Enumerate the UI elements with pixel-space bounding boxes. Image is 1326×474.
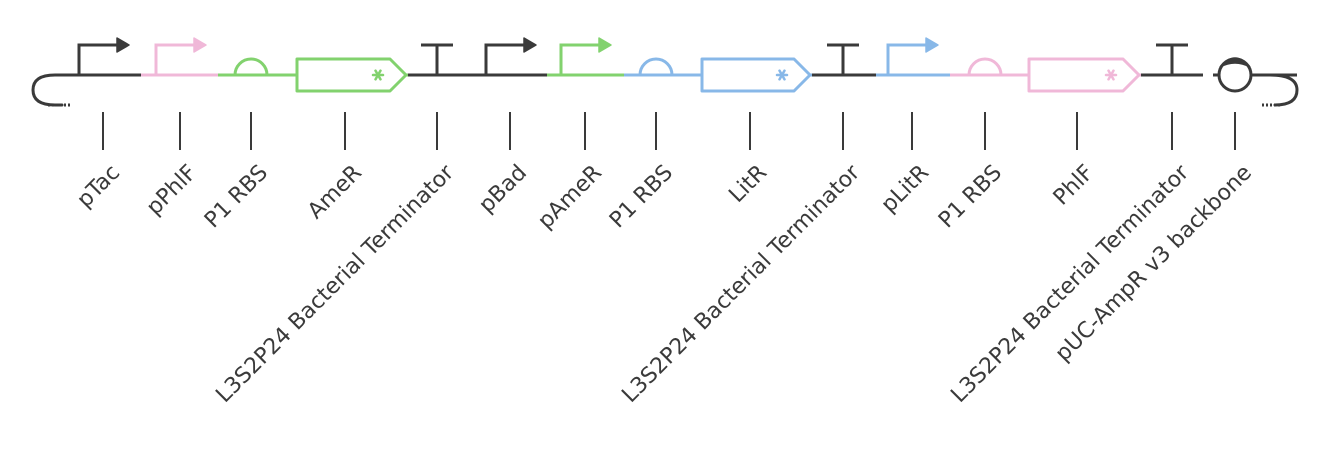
promoter-arrow-pbad [484,43,526,75]
promoter-arrowhead-pphlf [193,37,207,53]
rbs-glyph-rbs3 [967,57,1003,76]
cds-star-stroke-amer-2 [374,69,382,81]
cds-star-litr [775,69,789,81]
rbs-glyph-rbs2 [638,57,674,76]
part-label-rbs2: P1 RBS [605,160,678,233]
part-label-ptac: pTac [72,160,125,213]
cds-glyph-litr [700,57,812,93]
part-label-pamer: pAmeR [533,160,607,234]
cds-star-phlf [1104,69,1118,81]
part-label-litr: LitR [724,160,772,208]
backbone-right-hook [1268,73,1299,107]
promoter-arrowhead-pamer [598,37,612,53]
part-glyphs [77,37,1253,93]
cds-star-stroke-phlf-2 [1107,69,1115,81]
promoter-arrowhead-plitr [925,37,939,53]
promoter-arrow-pphlf [154,43,196,75]
part-label-amer: AmeR [303,160,367,224]
promoter-arrow-plitr [886,43,928,75]
part-label-plitr: pLitR [877,160,934,217]
part-label-rbs1: P1 RBS [200,160,273,233]
cds-star-amer [371,69,385,81]
rbs-glyph-rbs1 [233,57,269,76]
origin-cap-backbone [1219,57,1251,68]
cds-star-stroke-litr-2 [778,69,786,81]
part-label-phlf: PhlF [1049,160,1099,210]
backbone-left-hook [31,73,64,107]
promoter-arrowhead-ptac [116,37,130,53]
part-label-rbs3: P1 RBS [934,160,1007,233]
part-label-pbad: pBad [474,160,532,218]
promoter-arrow-ptac [77,43,119,75]
part-label-pphlf: pPhlF [142,160,202,220]
cds-glyph-phlf [1027,57,1141,93]
cds-glyph-amer [295,57,408,93]
promoter-arrow-pamer [559,43,601,75]
promoter-arrowhead-pbad [523,37,537,53]
